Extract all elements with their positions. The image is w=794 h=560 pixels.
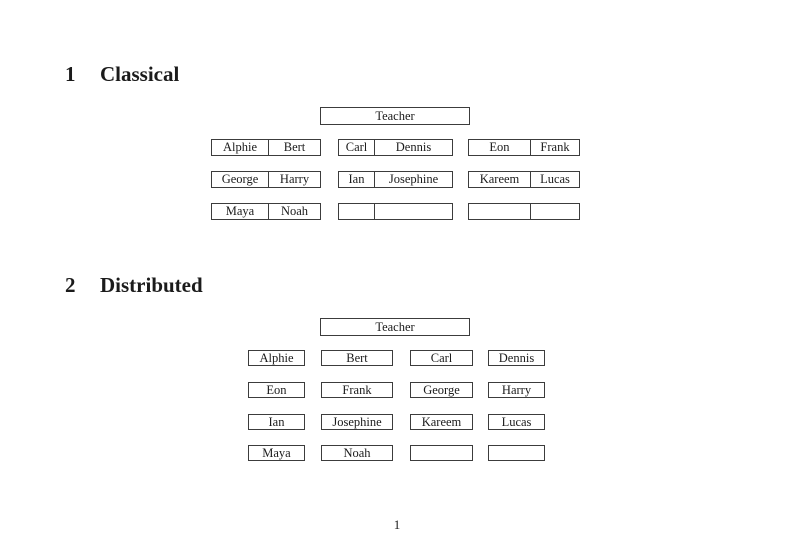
desk-seat: Carl — [339, 140, 375, 155]
section-number: 2 — [65, 273, 76, 297]
desk-box: Carl — [410, 350, 473, 366]
desk-seat — [531, 204, 579, 219]
desk-seat: Kareem — [469, 172, 531, 187]
section-number: 1 — [65, 62, 76, 86]
desk-box: Kareem — [410, 414, 473, 430]
desk-box: Harry — [488, 382, 545, 398]
desk-box: Josephine — [321, 414, 393, 430]
desk-seat: Frank — [540, 140, 570, 154]
desk-seat: Eon — [469, 140, 531, 155]
desk-box: Ian — [248, 414, 305, 430]
desk-pair-box: Eon Frank — [468, 139, 580, 156]
section-heading-classical: 1 Classical — [65, 64, 179, 85]
desk-box-empty — [410, 445, 473, 461]
desk-seat — [375, 204, 452, 219]
desk-seat: George — [212, 172, 269, 187]
desk-seat: Maya — [212, 204, 269, 219]
section-heading-distributed: 2 Distributed — [65, 275, 203, 296]
desk-box: Bert — [321, 350, 393, 366]
desk-box: Noah — [321, 445, 393, 461]
desk-seat: Dennis — [395, 140, 432, 154]
desk-box: George — [410, 382, 473, 398]
desk-seat: Noah — [280, 204, 309, 218]
desk-seat: Ian — [339, 172, 375, 187]
desk-seat: Josephine — [388, 172, 439, 186]
desk-pair-box: Alphie Bert — [211, 139, 321, 156]
section-title: Classical — [100, 62, 180, 86]
desk-box: Eon — [248, 382, 305, 398]
desk-pair-box: Ian Josephine — [338, 171, 453, 188]
desk-box: Alphie — [248, 350, 305, 366]
desk-box: Maya — [248, 445, 305, 461]
desk-pair-box-empty — [338, 203, 453, 220]
desk-seat — [339, 204, 375, 219]
teacher-box: Teacher — [320, 107, 470, 125]
desk-box: Dennis — [488, 350, 545, 366]
desk-seat — [469, 204, 531, 219]
desk-pair-box-empty — [468, 203, 580, 220]
desk-seat: Lucas — [540, 172, 570, 186]
desk-box-empty — [488, 445, 545, 461]
section-title: Distributed — [100, 273, 203, 297]
desk-pair-box: George Harry — [211, 171, 321, 188]
desk-pair-box: Kareem Lucas — [468, 171, 580, 188]
desk-seat: Alphie — [212, 140, 269, 155]
desk-box: Lucas — [488, 414, 545, 430]
teacher-box: Teacher — [320, 318, 470, 336]
desk-box: Frank — [321, 382, 393, 398]
desk-seat: Bert — [283, 140, 306, 154]
desk-pair-box: Maya Noah — [211, 203, 321, 220]
desk-pair-box: Carl Dennis — [338, 139, 453, 156]
page-number: 1 — [393, 517, 401, 532]
desk-seat: Harry — [279, 172, 310, 186]
